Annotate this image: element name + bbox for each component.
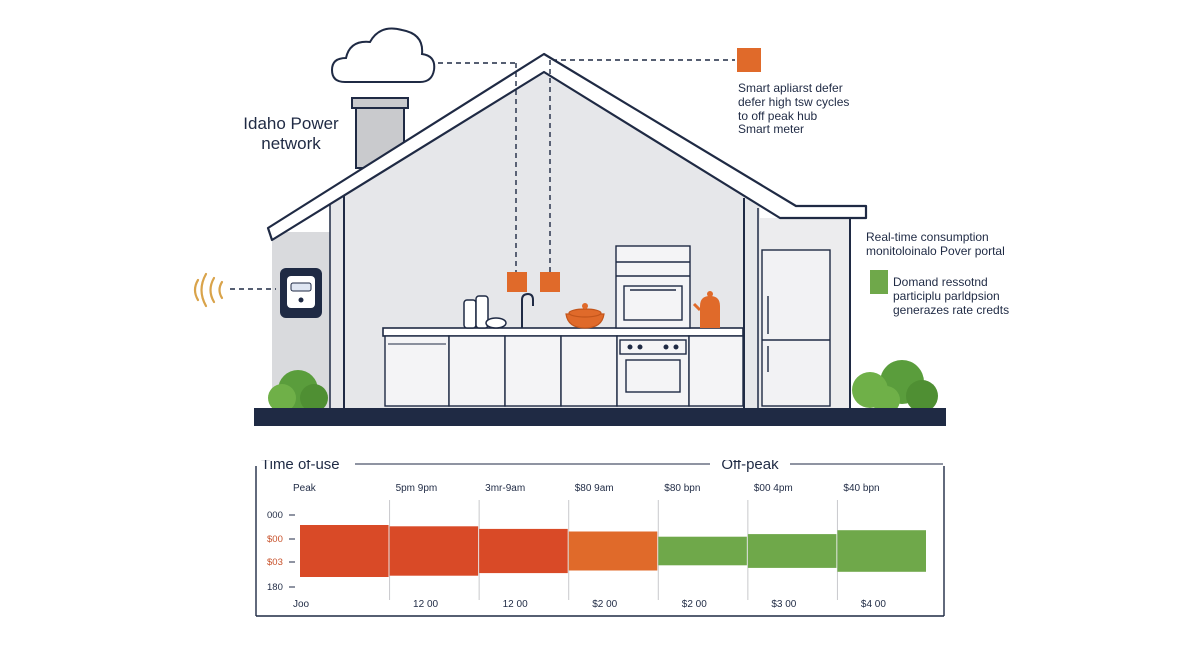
top-label-1: 5pm 9pm [396, 483, 438, 494]
smart-meter-icon [280, 268, 322, 318]
tou-bar-1 [389, 526, 479, 576]
house-diagram [193, 27, 946, 426]
x-tick-label-2: 12 00 [503, 599, 528, 610]
tou-bar-3 [568, 531, 658, 571]
smart-appliance-swatch [737, 48, 761, 72]
x-tick-label-5: $3 00 [771, 599, 796, 610]
realtime-annotation: Real-time consumption monitoloinalo Pove… [866, 230, 1005, 258]
bottles-icon [463, 295, 507, 329]
y-tick-label-1: $00 [267, 534, 283, 545]
tou-bar-2 [479, 528, 568, 574]
tou-bar-6 [837, 530, 926, 572]
y-tick-label-2: $03 [267, 557, 283, 568]
smart-appliance-annotation: Smart apliarst defer defer high tsw cycl… [738, 81, 850, 137]
hub-indicator-1 [507, 272, 527, 292]
ground-base [254, 408, 946, 426]
roof [266, 52, 868, 242]
y-tick-label-3: 180 [267, 582, 283, 593]
x-tick-label-1: 12 00 [413, 599, 438, 610]
network-label: Idaho Power network [243, 114, 339, 153]
lower-cabinets [384, 335, 744, 407]
top-label-0: Peak [293, 483, 317, 494]
top-label-2: 3mr-9am [485, 483, 525, 494]
bush-left [268, 370, 328, 412]
oven-icon [619, 339, 687, 393]
demand-response-swatch [870, 270, 888, 294]
y-tick-label-0: 000 [267, 510, 283, 521]
x-tick-label-0: Joo [293, 599, 310, 610]
refrigerator-icon [761, 249, 831, 407]
x-tick-label-4: $2 00 [682, 599, 707, 610]
chart-title-left: Time of-use [261, 460, 340, 473]
tou-bar-4 [658, 536, 747, 566]
cloud-icon [330, 27, 436, 83]
pot-icon [565, 303, 605, 329]
tou-bar-5 [747, 534, 837, 568]
chart-title-right: Off-peak [721, 460, 779, 473]
top-label-4: $80 bpn [664, 483, 700, 494]
x-tick-label-3: $2 00 [592, 599, 617, 610]
demand-response-annotation: Domand ressotnd participlu parldpsion ge… [893, 275, 1010, 317]
countertop [382, 327, 744, 337]
bush-right [852, 360, 938, 414]
top-label-5: $00 4pm [754, 483, 793, 494]
top-label-6: $40 bpn [843, 483, 879, 494]
top-label-3: $80 9am [575, 483, 614, 494]
kettle-icon [692, 291, 720, 328]
wall-oven-icon [615, 245, 691, 329]
x-tick-label-6: $4 00 [861, 599, 886, 610]
hub-indicator-2 [540, 272, 560, 292]
faucet-icon [521, 292, 534, 328]
tou-bar-0 [300, 525, 389, 577]
wifi-signal-icon [193, 272, 224, 308]
